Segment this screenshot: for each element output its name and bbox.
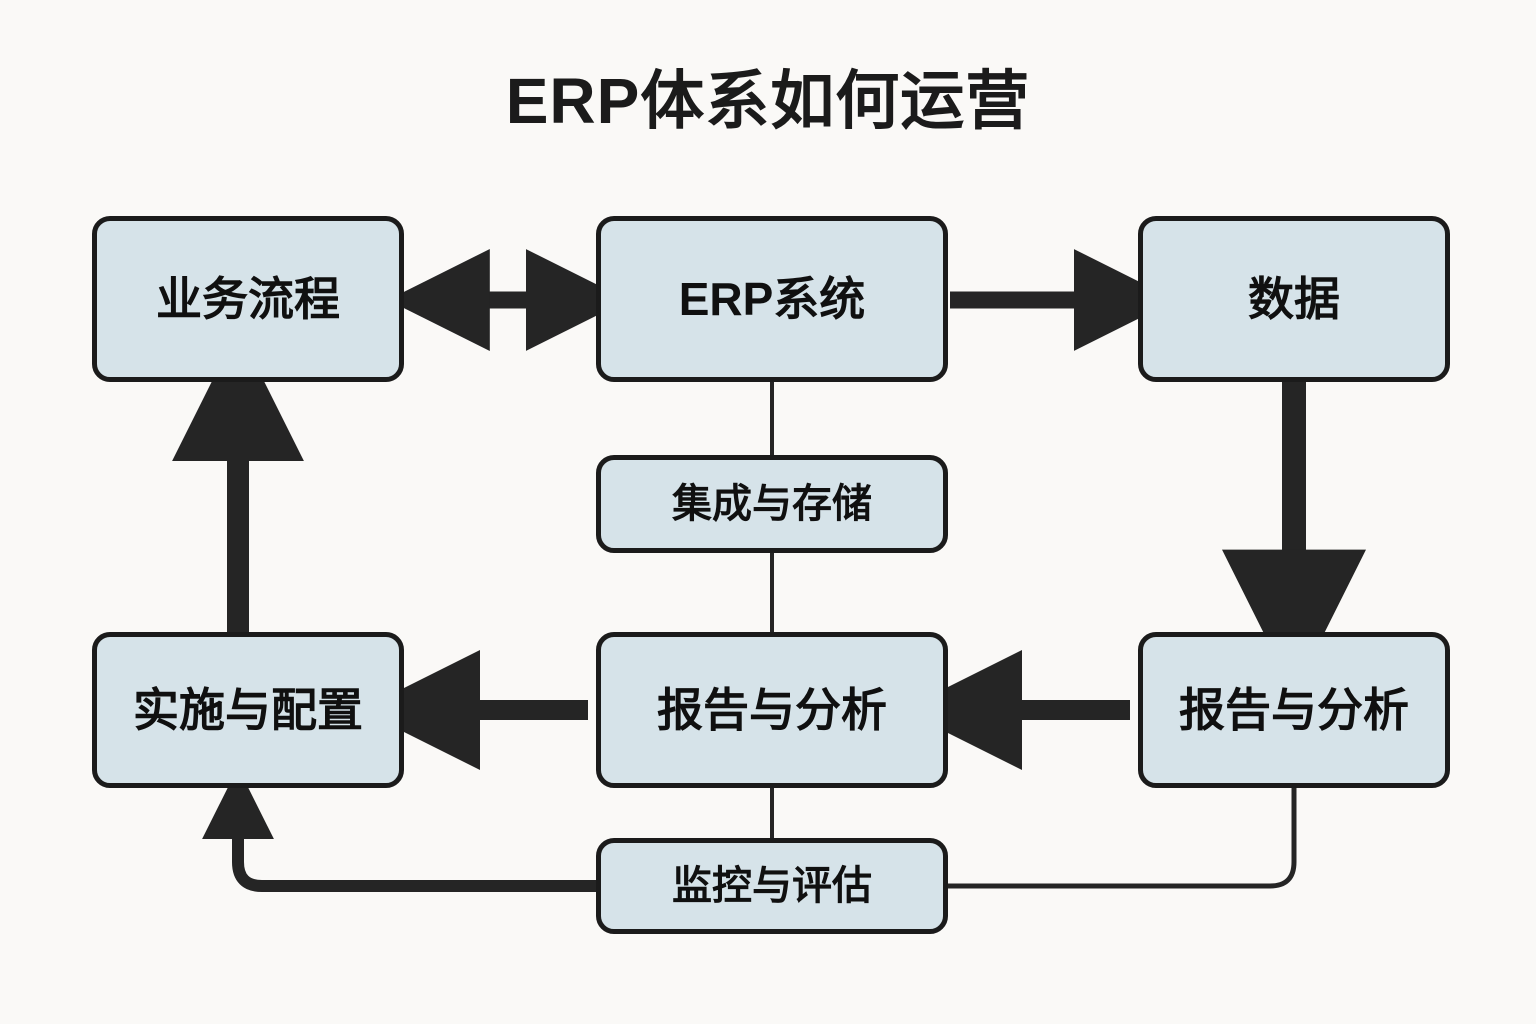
node-data[interactable]: 数据	[1138, 216, 1450, 382]
node-business-process[interactable]: 业务流程	[92, 216, 404, 382]
node-label: 集成与存储	[672, 482, 872, 526]
node-label: 业务流程	[156, 272, 340, 325]
node-reporting-analysis-center[interactable]: 报告与分析	[596, 632, 948, 788]
node-label: 报告与分析	[657, 683, 887, 736]
node-label: 数据	[1248, 272, 1340, 325]
node-integration-storage[interactable]: 集成与存储	[596, 455, 948, 553]
node-label: ERP系统	[678, 272, 866, 325]
node-implementation-configuration[interactable]: 实施与配置	[92, 632, 404, 788]
node-label: 监控与评估	[672, 864, 872, 908]
node-label: 报告与分析	[1179, 683, 1409, 736]
node-monitoring-evaluation[interactable]: 监控与评估	[596, 838, 948, 934]
node-erp-system[interactable]: ERP系统	[596, 216, 948, 382]
node-reporting-analysis-right[interactable]: 报告与分析	[1138, 632, 1450, 788]
node-label: 实施与配置	[133, 683, 363, 736]
page-title: ERP体系如何运营	[505, 65, 1031, 137]
edge-monitor-implement	[202, 767, 596, 892]
edge-monitor-report-right	[948, 788, 1297, 889]
